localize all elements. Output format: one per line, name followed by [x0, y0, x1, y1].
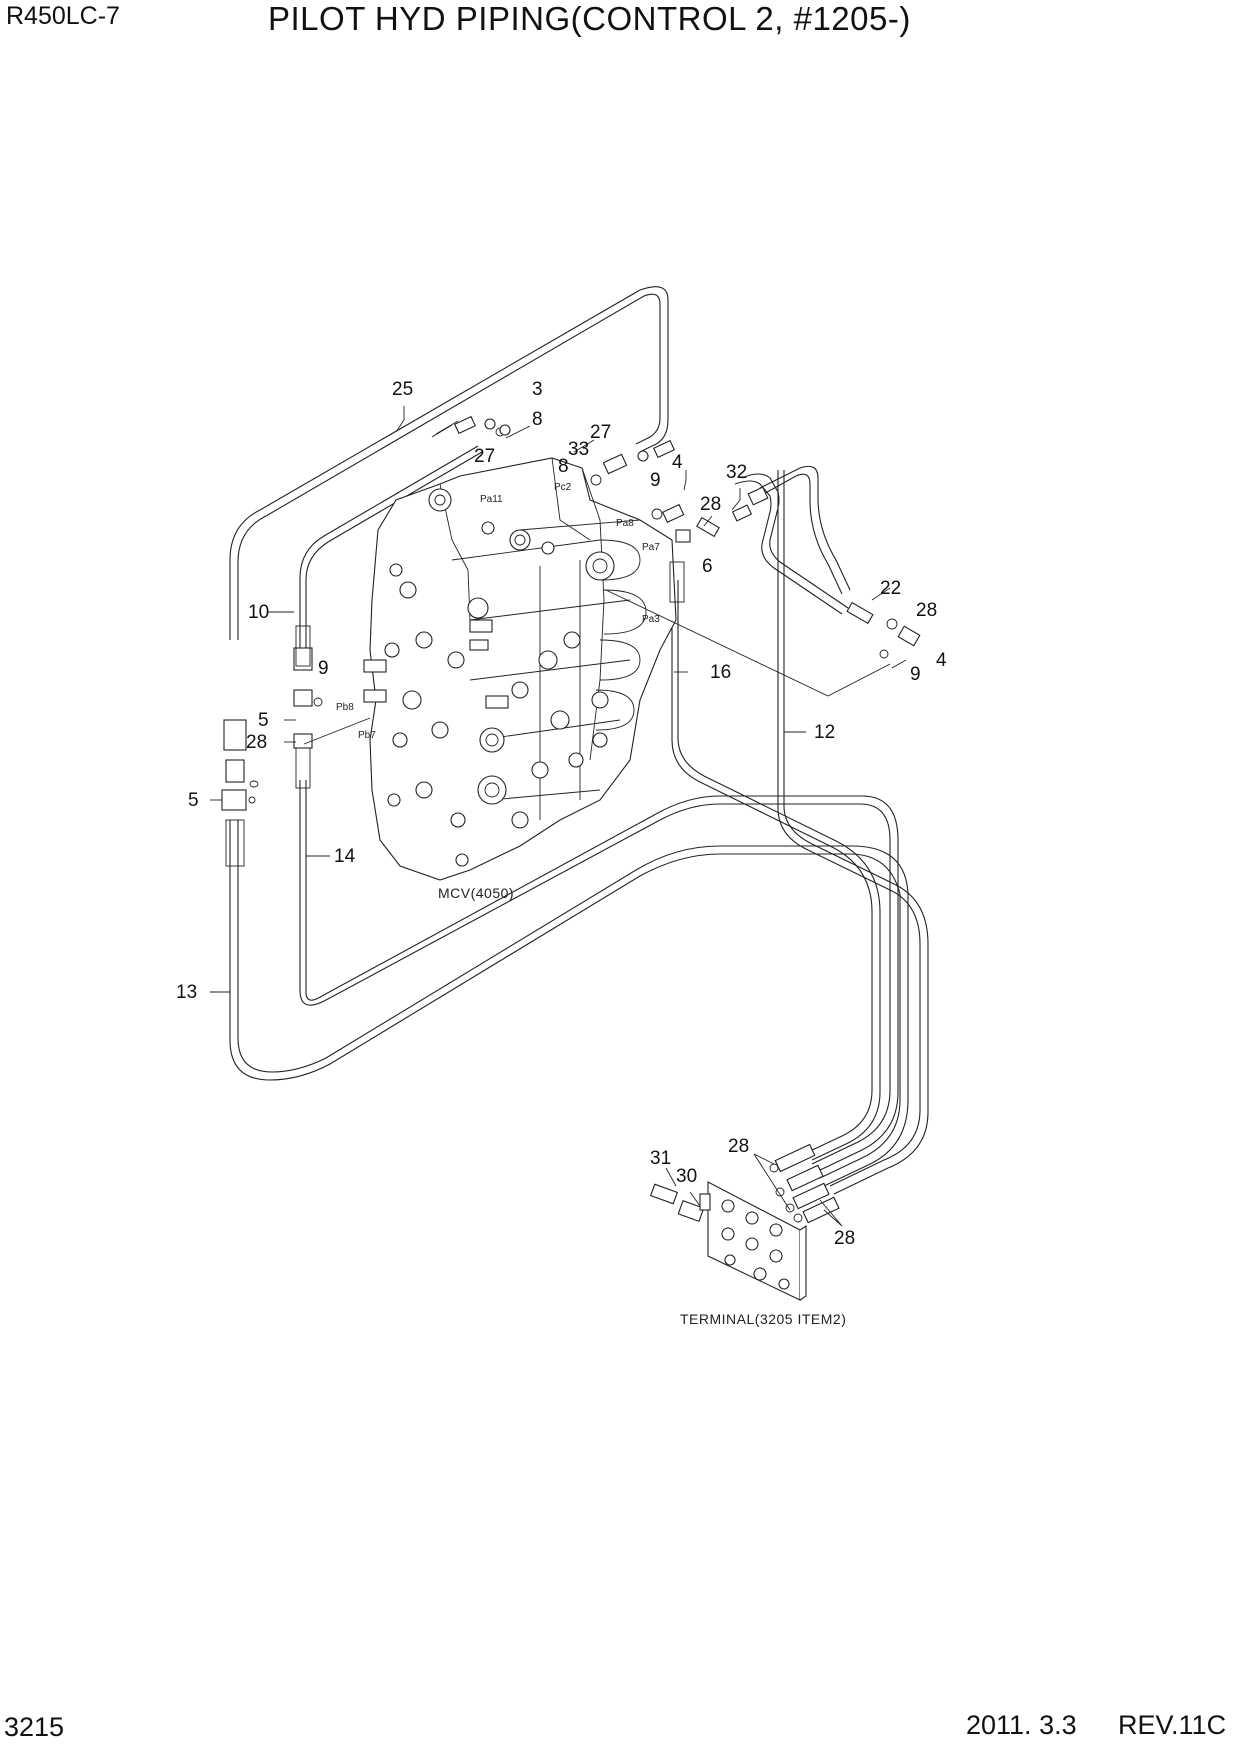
callout-4: 4 — [672, 452, 683, 473]
callout-9: 9 — [650, 470, 661, 491]
callout-28: 28 — [700, 494, 721, 515]
model-number: R450LC-7 — [6, 2, 120, 30]
pipe-32-22 — [734, 465, 851, 615]
terminal-plate — [649, 1143, 840, 1301]
port-pa7: Pa7 — [642, 542, 660, 553]
pipe-12 — [777, 470, 929, 1195]
callout-labels: 25 3 8 27 33 27 8 4 9 32 28 6 22 28 4 9 … — [176, 379, 947, 1249]
port-pb7: Pb7 — [358, 730, 376, 741]
callout-13: 13 — [176, 982, 197, 1003]
callout-28b: 28 — [916, 600, 937, 621]
callout-5: 5 — [258, 710, 269, 731]
callout-12: 12 — [814, 722, 835, 743]
page-title: PILOT HYD PIPING(CONTROL 2, #1205-) — [268, 0, 911, 37]
port-labels: Pa11 Pc2 Pa8 Pa7 Pa3 Pb8 Pb7 — [336, 482, 660, 741]
callout-16: 16 — [710, 662, 731, 683]
terminal-caption: TERMINAL(3205 ITEM2) — [680, 1311, 846, 1327]
callout-5b: 5 — [188, 790, 199, 811]
revision-date: 2011. 3.3 — [966, 1710, 1077, 1740]
callout-9b: 9 — [910, 664, 921, 685]
callout-14: 14 — [334, 846, 356, 867]
page-number: 3215 — [4, 1712, 65, 1742]
callout-22: 22 — [880, 578, 901, 599]
callout-8b: 8 — [558, 456, 569, 477]
callout-31: 31 — [650, 1148, 671, 1169]
callout-33: 33 — [568, 439, 589, 460]
callout-28c: 28 — [246, 732, 267, 753]
fittings — [221, 415, 921, 867]
callout-8: 8 — [532, 409, 543, 430]
port-pa11: Pa11 — [480, 494, 503, 505]
callout-27b: 27 — [590, 422, 611, 443]
callout-28e: 28 — [834, 1228, 855, 1249]
port-pc2: Pc2 — [554, 482, 572, 493]
callout-10: 10 — [248, 602, 269, 623]
port-pb8: Pb8 — [336, 702, 354, 713]
port-pa3: Pa3 — [642, 614, 660, 625]
pipe-25 — [229, 286, 669, 640]
callout-3: 3 — [532, 379, 543, 400]
callout-32: 32 — [726, 462, 747, 483]
callout-6: 6 — [702, 556, 713, 577]
callout-27: 27 — [474, 446, 495, 467]
mcv-valve-block — [363, 457, 677, 881]
callout-25: 25 — [392, 379, 413, 400]
port-pa8: Pa8 — [616, 518, 634, 529]
callout-28d: 28 — [728, 1136, 749, 1157]
revision-code: REV.11C — [1118, 1710, 1227, 1740]
pipe-14 — [299, 780, 899, 1173]
pipe-13 — [229, 820, 909, 1187]
callout-4b: 4 — [936, 650, 947, 671]
callout-9c: 9 — [318, 658, 329, 679]
callout-30: 30 — [676, 1166, 697, 1187]
pipe-10 — [299, 445, 483, 660]
mcv-caption: MCV(4050) — [438, 885, 514, 901]
leader-lines — [210, 406, 907, 1227]
